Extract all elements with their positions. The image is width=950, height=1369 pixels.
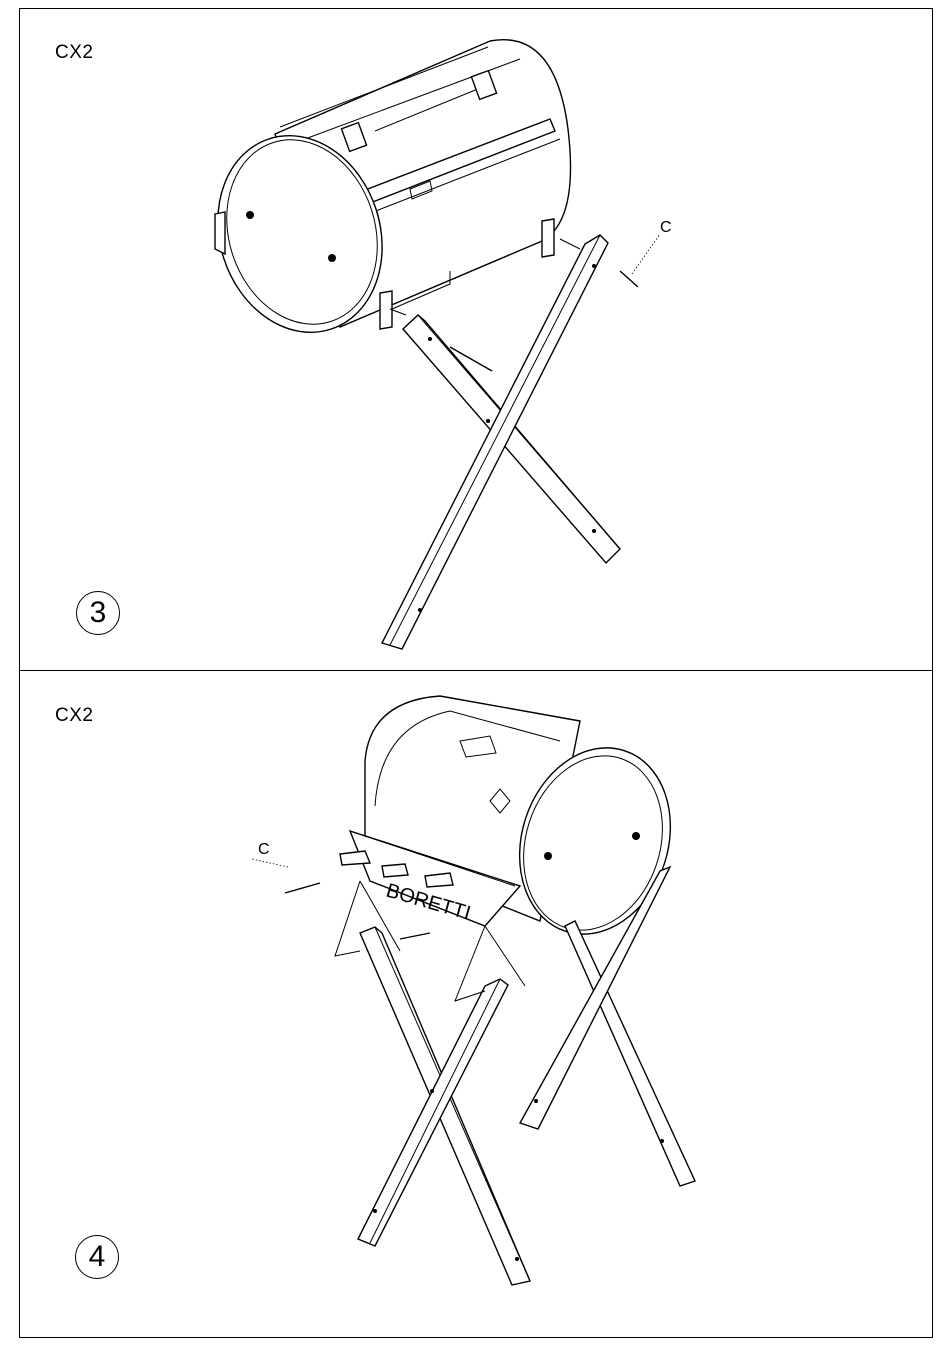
x-stand-front <box>358 927 530 1285</box>
step-4-illustration: BORETTI <box>20 671 932 1337</box>
step-3-panel: CX2 C 3 <box>20 9 932 669</box>
step-4-panel: CX2 C 4 BORETTI <box>20 671 932 1337</box>
step-3-illustration <box>20 9 932 669</box>
x-stand-legs <box>382 235 620 649</box>
